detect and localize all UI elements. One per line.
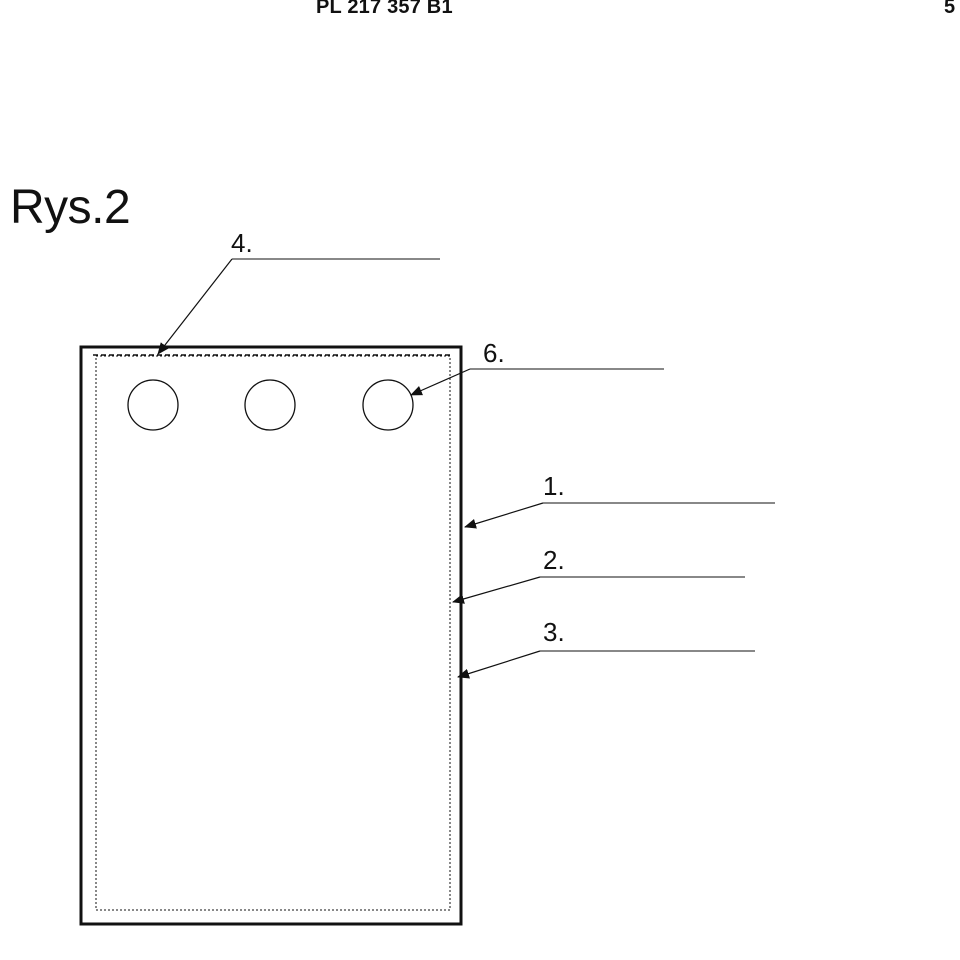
hole-left <box>127 379 179 431</box>
leader-1-arrow <box>464 502 544 529</box>
leader-4-arrow <box>157 258 233 355</box>
callout-2: 2. <box>543 545 565 575</box>
hole-right <box>362 379 414 431</box>
hole-middle <box>244 379 296 431</box>
inner-layer-outline <box>95 355 451 911</box>
outer-layer-outline <box>79 345 463 926</box>
leader-2-arrow <box>452 576 541 604</box>
callout-4: 4. <box>231 228 253 258</box>
page-number: 5 <box>944 0 956 18</box>
leader-3-arrow <box>457 650 541 679</box>
callout-3: 3. <box>543 617 565 647</box>
document-number: PL 217 357 B1 <box>316 0 453 18</box>
leader-6-arrow <box>410 368 471 396</box>
figure-title: Rys.2 <box>10 181 131 234</box>
callout-6: 6. <box>483 338 505 368</box>
callout-1: 1. <box>543 471 565 501</box>
